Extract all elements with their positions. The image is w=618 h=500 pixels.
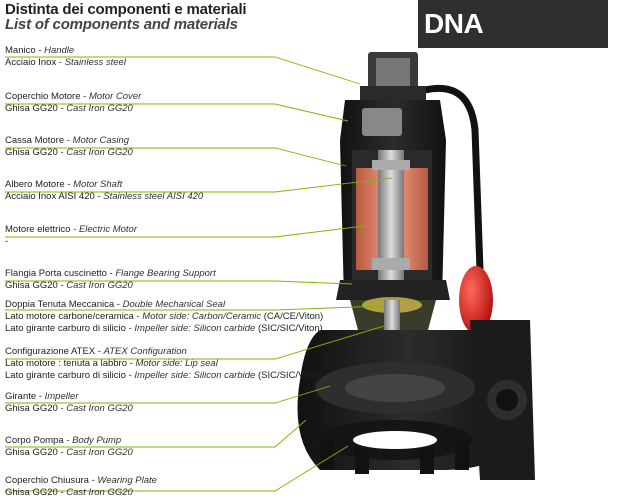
- leader-line-handle: [5, 56, 361, 85]
- component-motor-cover: Coperchio Motore - Motor Cover Ghisa GG2…: [5, 91, 142, 114]
- component-atex: Configurazione ATEX - ATEX Configuration…: [5, 346, 323, 381]
- component-mechanical-seal: Doppia Tenuta Meccanica - Double Mechani…: [5, 299, 324, 334]
- leader-line-flange: [5, 280, 353, 285]
- seal-motor-side-en: Motor side: Carbon/Ceramic: [142, 311, 262, 322]
- flange-material-it: Ghisa GG20: [5, 280, 58, 291]
- component-body-pump: Corpo Pompa - Body Pump Ghisa GG20 - Cas…: [5, 435, 133, 458]
- atex-label-en: ATEX Configuration: [103, 346, 187, 357]
- component-wearing-plate: Coperchio Chiusura - Wearing Plate Ghisa…: [5, 475, 157, 498]
- motor-shaft-material-en: Stainless steel AISI 420: [103, 191, 204, 202]
- seal-motor-side-it: Lato motore carbone/ceramica: [5, 311, 134, 322]
- leader-line-electric-motor: [5, 225, 365, 238]
- atex-label-it: Configurazione ATEX: [5, 346, 96, 357]
- motor-casing-label-en: Motor Casing: [72, 135, 130, 146]
- page-title-english: List of components and materials: [5, 16, 238, 33]
- leader-line-atex: [5, 325, 385, 360]
- motor-cover-material-en: Cast Iron GG20: [66, 103, 133, 114]
- leader-line-motor-shaft: [5, 177, 393, 193]
- wearing-plate-label-it: Coperchio Chiusura: [5, 475, 89, 486]
- motor-cover-material-it: Ghisa GG20: [5, 103, 58, 114]
- wearing-plate-material-en: Cast Iron GG20: [66, 487, 133, 498]
- atex-motor-side-it: Lato motore : tenuta a labbro: [5, 358, 127, 369]
- body-pump-material-en: Cast Iron GG20: [66, 447, 133, 458]
- component-flange: Flangia Porta cuscinetto - Flange Bearin…: [5, 268, 216, 291]
- electric-motor-label-en: Electric Motor: [78, 224, 138, 235]
- electric-motor-material: -: [5, 236, 9, 247]
- body-pump-label-it: Corpo Pompa: [5, 435, 64, 446]
- motor-cover-label-it: Coperchio Motore: [5, 91, 81, 102]
- impeller-label-it: Girante: [5, 391, 37, 402]
- leader-line-wearing-plate: [5, 445, 349, 492]
- page-title-italian: Distinta dei componenti e materiali: [5, 1, 247, 18]
- leader-line-seal: [5, 305, 385, 311]
- motor-casing-material-it: Ghisa GG20: [5, 147, 58, 158]
- atex-impeller-side-en: Impeller side: Silicon carbide: [134, 370, 256, 381]
- flange-label-en: Flange Bearing Support: [115, 268, 216, 279]
- seal-label-it: Doppia Tenuta Meccanica: [5, 299, 115, 310]
- atex-impeller-side-code: (SIC/SIC/Viton): [257, 370, 323, 381]
- impeller-material-it: Ghisa GG20: [5, 403, 58, 414]
- flange-material-en: Cast Iron GG20: [66, 280, 133, 291]
- leader-lines: [5, 56, 393, 492]
- flange-label-it: Flangia Porta cuscinetto: [5, 268, 107, 279]
- motor-cover-label-en: Motor Cover: [88, 91, 142, 102]
- impeller-label-en: Impeller: [44, 391, 79, 402]
- product-badge: DNA: [418, 0, 608, 48]
- component-impeller: Girante - Impeller Ghisa GG20 - Cast Iro…: [5, 391, 133, 414]
- seal-impeller-side-en: Impeller side: Silicon carbide: [134, 323, 256, 334]
- body-pump-label-en: Body Pump: [72, 435, 122, 446]
- seal-motor-side-code: (CA/CE/Viton): [263, 311, 324, 322]
- seal-impeller-side-code: (SIC/SIC/Viton): [257, 323, 323, 334]
- wearing-plate-label-en: Wearing Plate: [97, 475, 157, 486]
- handle-material-it: Acciaio Inox: [5, 57, 57, 68]
- electric-motor-label-it: Motore elettrico: [5, 224, 71, 235]
- leader-line-motor-casing: [5, 147, 347, 167]
- handle-label-en: Handle: [44, 45, 75, 56]
- seal-label-en: Double Mechanical Seal: [122, 299, 226, 310]
- flange-bearing-support: [336, 280, 450, 300]
- atex-impeller-side-it: Lato girante carburo di silicio: [5, 370, 126, 381]
- atex-motor-side-en: Motor side: Lip seal: [135, 358, 218, 369]
- motor-shaft-material-it: Acciaio Inox AISI 420: [5, 191, 95, 202]
- handle-label-it: Manico: [5, 45, 36, 56]
- power-cable: [424, 84, 484, 271]
- impeller-material-en: Cast Iron GG20: [66, 403, 133, 414]
- leader-line-impeller: [5, 385, 331, 404]
- seal-impeller-side-it: Lato girante carburo di silicio: [5, 323, 126, 334]
- handle-material-en: Stainless steel: [64, 57, 126, 68]
- component-motor-shaft: Albero Motore - Motor Shaft Acciaio Inox…: [5, 179, 204, 202]
- component-motor-casing: Cassa Motore - Motor Casing Ghisa GG20 -…: [5, 135, 133, 158]
- body-pump-material-it: Ghisa GG20: [5, 447, 58, 458]
- motor-shaft-label-en: Motor Shaft: [73, 179, 123, 190]
- leader-line-motor-cover: [5, 103, 349, 122]
- component-handle: Manico - Handle Acciaio Inox - Stainless…: [5, 45, 126, 68]
- motor-casing-material-en: Cast Iron GG20: [66, 147, 133, 158]
- component-electric-motor: Motore elettrico - Electric Motor -: [5, 224, 138, 247]
- motor-casing-label-it: Cassa Motore: [5, 135, 65, 146]
- leader-line-body-pump: [5, 419, 307, 448]
- float-switch: [459, 266, 493, 334]
- wearing-plate-material-it: Ghisa GG20: [5, 487, 58, 498]
- motor-shaft-label-it: Albero Motore: [5, 179, 65, 190]
